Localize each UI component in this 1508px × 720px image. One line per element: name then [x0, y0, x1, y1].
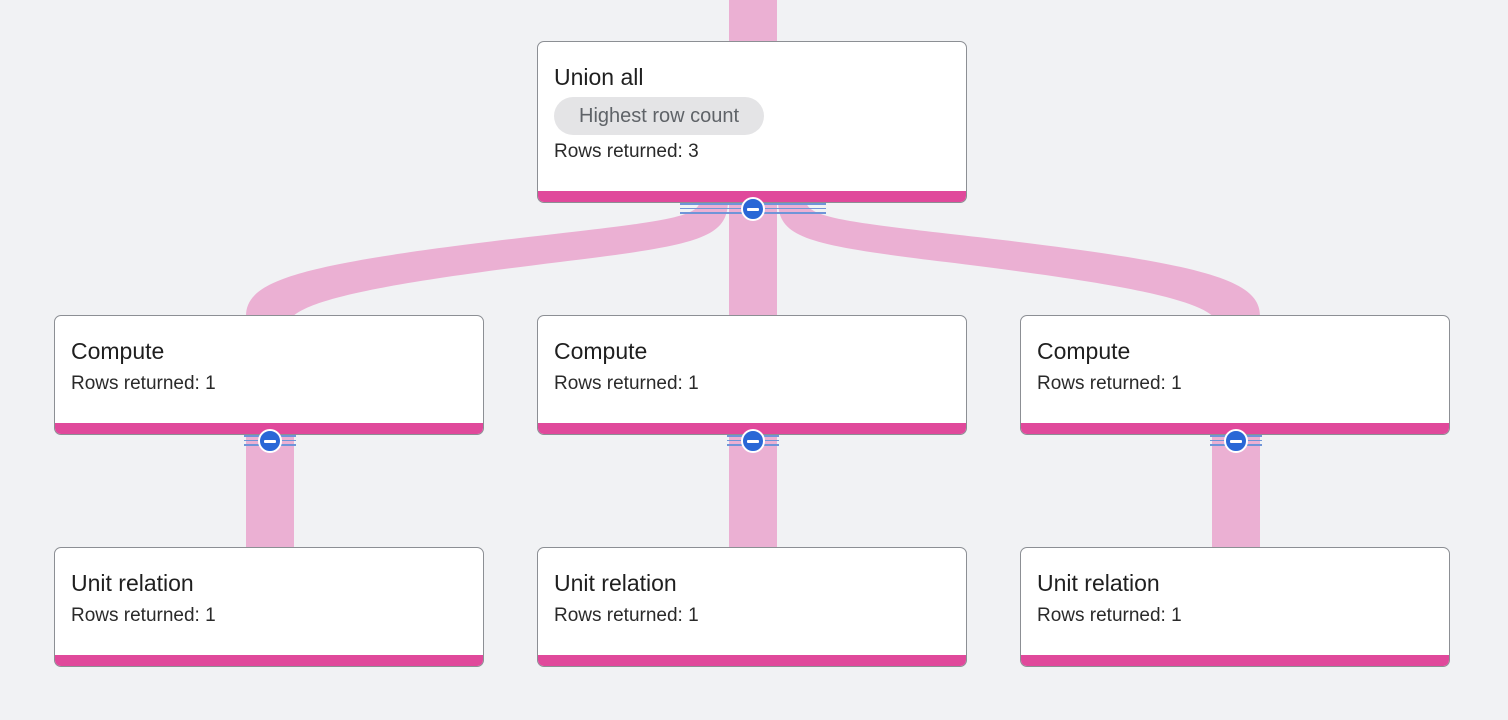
- rows-returned: Rows returned: 3: [554, 141, 699, 162]
- minus-circle-icon[interactable]: [741, 429, 765, 453]
- node-title: Compute: [554, 338, 648, 364]
- node-title: Unit relation: [1037, 570, 1160, 596]
- node-accent-bar: [55, 655, 483, 666]
- minus-circle-icon[interactable]: [741, 197, 765, 221]
- node-accent-bar: [1021, 655, 1449, 666]
- node-title: Compute: [1037, 338, 1131, 364]
- node-unit-relation-center[interactable]: Unit relation Rows returned: 1: [537, 547, 967, 667]
- flow-top-input: [729, 0, 777, 42]
- node-accent-bar: [538, 655, 966, 666]
- node-title: Compute: [71, 338, 165, 364]
- node-compute-center[interactable]: Compute Rows returned: 1: [537, 315, 967, 435]
- node-unit-relation-left[interactable]: Unit relation Rows returned: 1: [54, 547, 484, 667]
- highest-row-count-badge: Highest row count: [554, 97, 765, 135]
- node-compute-right[interactable]: Compute Rows returned: 1: [1020, 315, 1450, 435]
- flow-union-to-compute-right: [778, 200, 1260, 322]
- node-title: Unit relation: [554, 570, 677, 596]
- node-union-all[interactable]: Union all Highest row count Rows returne…: [537, 41, 967, 203]
- node-accent-bar: [55, 423, 483, 434]
- node-accent-bar: [538, 191, 966, 202]
- rows-returned: Rows returned: 1: [71, 373, 216, 394]
- node-title: Union all: [554, 64, 644, 90]
- flow-union-to-compute-left: [246, 200, 728, 322]
- rows-returned: Rows returned: 1: [1037, 373, 1182, 394]
- node-accent-bar: [1021, 423, 1449, 434]
- rows-returned: Rows returned: 1: [71, 605, 216, 626]
- rows-returned: Rows returned: 1: [554, 605, 699, 626]
- node-compute-left[interactable]: Compute Rows returned: 1: [54, 315, 484, 435]
- rows-returned: Rows returned: 1: [1037, 605, 1182, 626]
- node-unit-relation-right[interactable]: Unit relation Rows returned: 1: [1020, 547, 1450, 667]
- minus-circle-icon[interactable]: [1224, 429, 1248, 453]
- rows-returned: Rows returned: 1: [554, 373, 699, 394]
- node-accent-bar: [538, 423, 966, 434]
- node-title: Unit relation: [71, 570, 194, 596]
- minus-circle-icon[interactable]: [258, 429, 282, 453]
